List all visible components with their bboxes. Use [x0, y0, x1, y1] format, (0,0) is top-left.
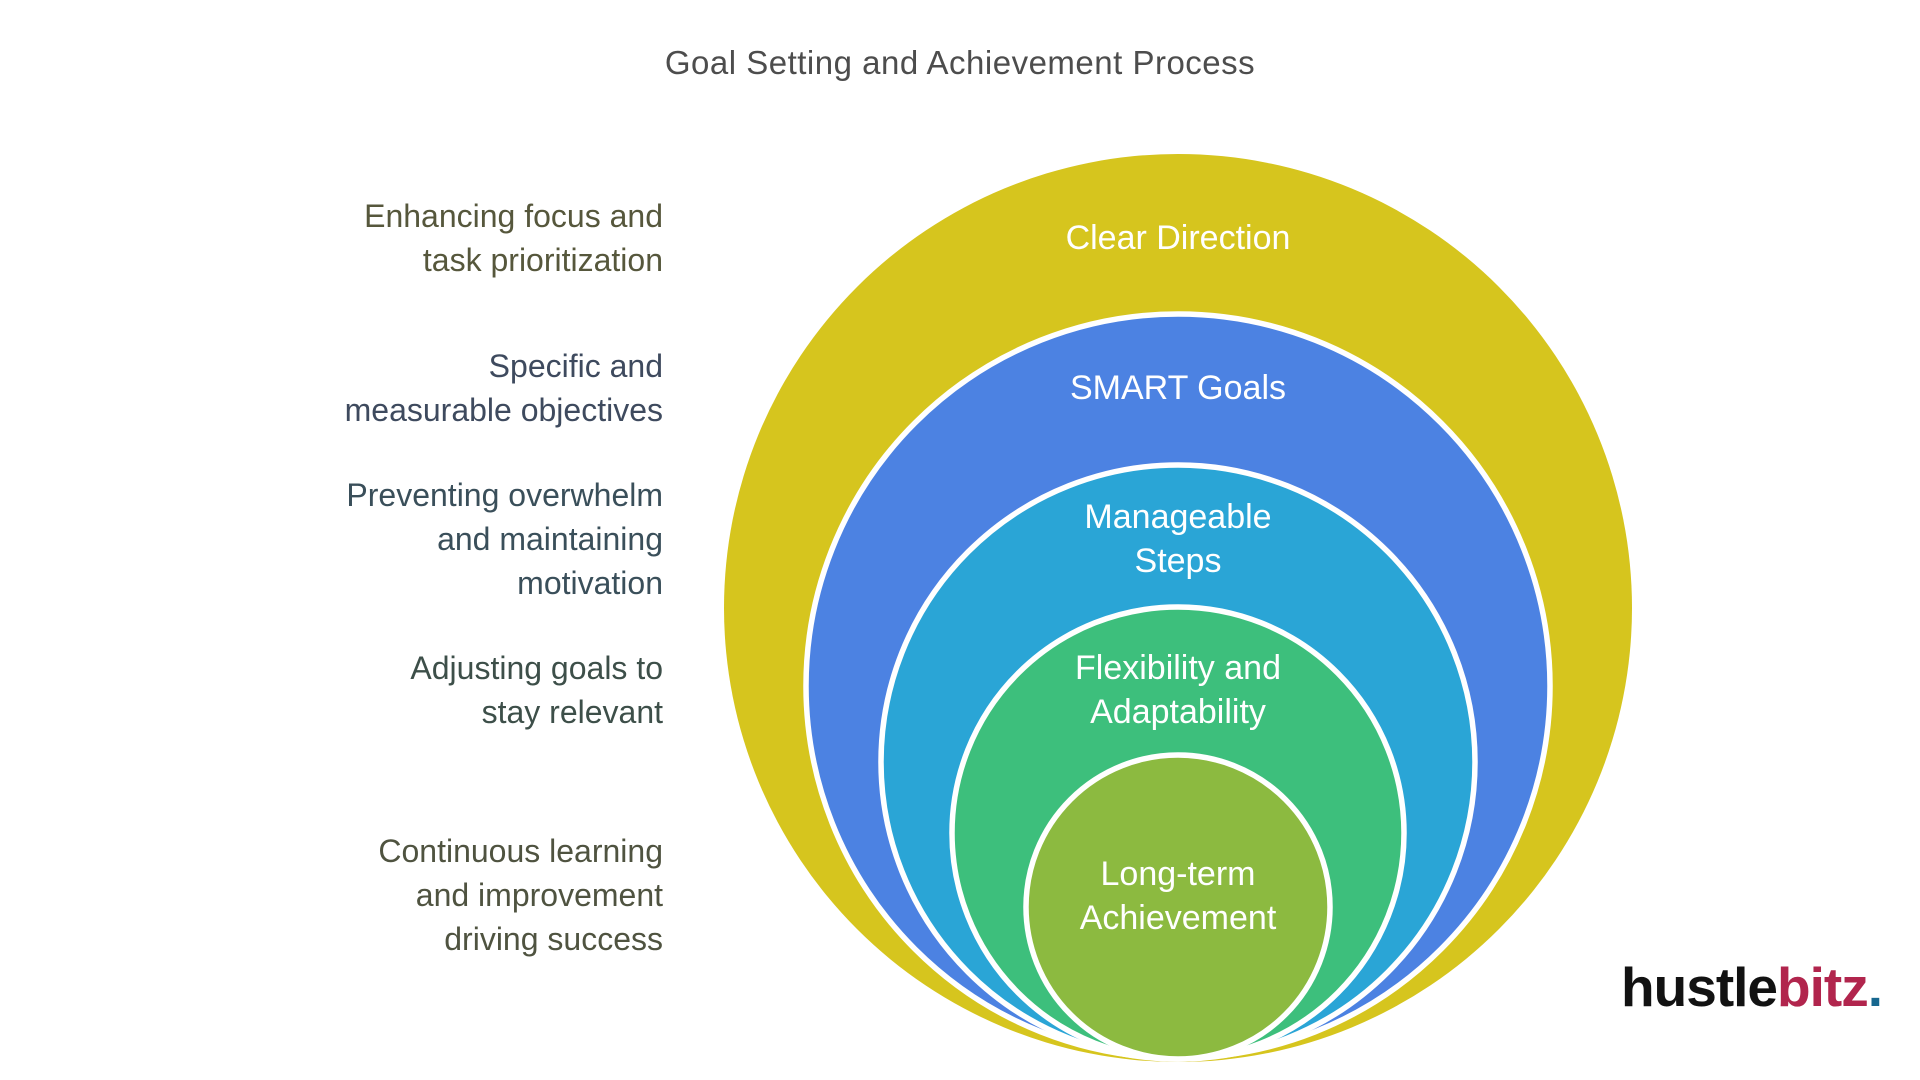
annotation-line: measurable objectives [344, 392, 663, 428]
ring-label-manageable-steps: Manageable Steps [898, 495, 1458, 583]
ring-label-line: SMART Goals [1069, 369, 1287, 407]
annotation-line: driving success [444, 921, 663, 957]
hustlebitz-logo: hustlebitz. [1621, 960, 1883, 1015]
ring-label-long-term-achievement: Long-term Achievement [898, 852, 1458, 940]
logo-part-hustle: hustle [1621, 956, 1778, 1018]
annotation-line: Continuous learning [378, 833, 663, 869]
ring-label-clear-direction: Clear Direction [898, 216, 1458, 260]
page-title: Goal Setting and Achievement Process [664, 44, 1256, 81]
ring-label-line: Achievement [1079, 899, 1277, 937]
annotation-line: task prioritization [422, 242, 663, 278]
ring-label-line: Steps [1134, 542, 1222, 580]
ring-label-line: Flexibility and [1075, 649, 1281, 687]
annotation-line: and maintaining [437, 521, 663, 557]
logo-dot: . [1867, 956, 1883, 1018]
ring-long-term-achievement [1023, 752, 1333, 1062]
ring-label-smart-goals: SMART Goals [898, 366, 1458, 410]
logo-part-bitz: bitz [1777, 956, 1869, 1018]
annotation-line: Enhancing focus and [364, 198, 663, 234]
annotation-line: and improvement [415, 877, 663, 913]
annotation-line: stay relevant [481, 694, 663, 730]
annotation-line: Adjusting goals to [410, 650, 663, 686]
annotation-line: Specific and [488, 348, 663, 384]
annotation-line: motivation [517, 565, 663, 601]
ring-label-line: Adaptability [1090, 693, 1266, 731]
ring-label-line: Manageable [1084, 498, 1272, 536]
annotation-manageable-steps: Preventing overwhelm and maintaining mot… [123, 473, 663, 605]
annotation-clear-direction: Enhancing focus and task prioritization [123, 194, 663, 282]
annotation-flexibility-adaptability: Adjusting goals to stay relevant [123, 646, 663, 734]
annotation-smart-goals: Specific and measurable objectives [123, 344, 663, 432]
annotation-line: Preventing overwhelm [346, 477, 663, 513]
ring-label-line: Clear Direction [1065, 219, 1291, 257]
ring-label-flexibility-adaptability: Flexibility and Adaptability [898, 646, 1458, 734]
ring-label-line: Long-term [1100, 855, 1256, 893]
annotation-long-term-achievement: Continuous learning and improvement driv… [123, 829, 663, 961]
